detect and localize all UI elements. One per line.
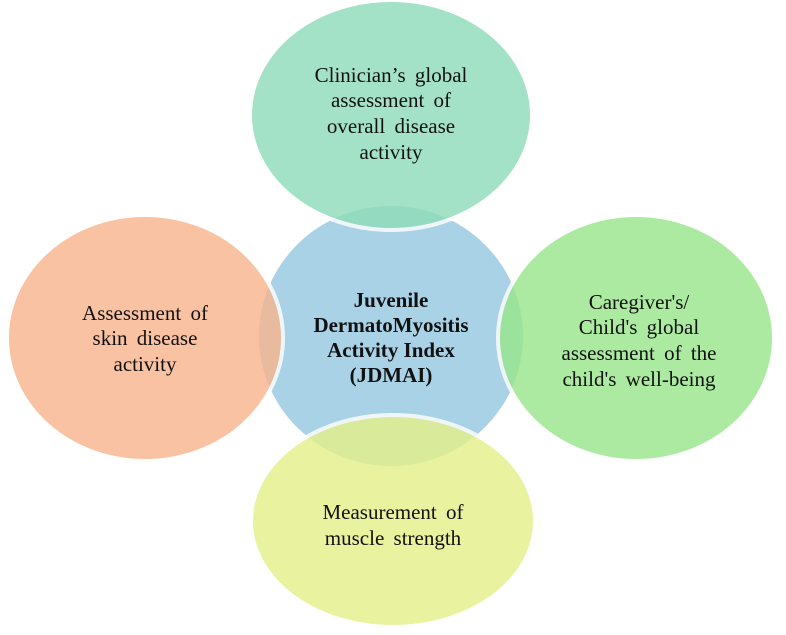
bottom-circle-label: Measurement of muscle strength <box>322 500 464 550</box>
right-circle-label: Caregiver's/ Child's global assessment o… <box>561 289 717 391</box>
left-circle <box>5 213 285 463</box>
right-circle <box>496 213 776 463</box>
center-circle-label: Juvenile DermatoMyositis Activity Index … <box>313 287 469 388</box>
top-circle-label: Clinician’s global assessment of overall… <box>314 62 468 164</box>
top-circle <box>248 0 534 232</box>
bottom-circle <box>249 413 537 629</box>
left-circle-label: Assessment of skin disease activity <box>82 300 208 376</box>
